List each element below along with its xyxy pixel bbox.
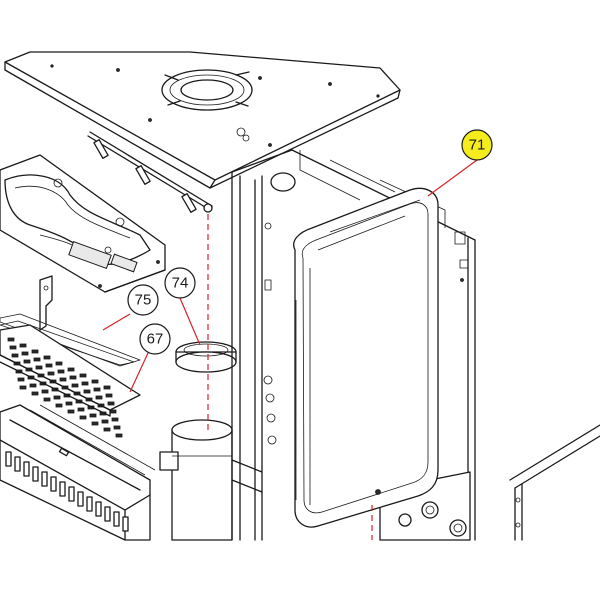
hood-bracket [39, 275, 53, 331]
flue-pipe [159, 419, 233, 541]
burner-bar [5, 451, 12, 467]
burner-bar [41, 471, 48, 487]
grid-slot [43, 355, 51, 360]
top-cover-plate [4, 51, 401, 189]
callout-75-label: 75 [135, 292, 152, 309]
burner-bar [32, 466, 39, 482]
grid-slot [69, 375, 77, 380]
callout-71-label: 71 [469, 137, 486, 154]
grid-slot [89, 413, 97, 418]
combustion-hood [0, 154, 166, 293]
callout-74-label: 74 [172, 275, 189, 292]
grid-slot [19, 343, 27, 348]
heat-exchanger-grid-67 [0, 324, 141, 438]
callout-67-label: 67 [147, 331, 164, 348]
grid-slot [55, 361, 63, 366]
expansion-vessel-71 [293, 187, 439, 528]
grid-slot [101, 419, 109, 424]
burner-bar [104, 506, 111, 522]
grid-slot [7, 337, 15, 342]
grid-slot [79, 415, 87, 420]
burner-base [0, 404, 151, 541]
callout-75[interactable]: 75 [102, 284, 159, 331]
grid-slot [91, 379, 99, 384]
o-ring-74 [175, 341, 237, 373]
grid-slot [41, 389, 49, 394]
grid-slot [65, 401, 73, 406]
grid-slot [107, 401, 115, 406]
burner-bar [50, 476, 57, 492]
grid-slot [29, 383, 37, 388]
grid-slot [11, 353, 19, 358]
grid-slot [105, 393, 113, 398]
grid-slot [33, 357, 41, 362]
callout-75-bubble [127, 284, 159, 316]
grid-slot [59, 377, 67, 382]
grid-slot [23, 359, 31, 364]
callout-74[interactable]: 74 [164, 267, 201, 346]
grid-slot [19, 385, 27, 390]
grid-slot [111, 417, 119, 422]
burner-bar [86, 496, 93, 512]
callout-71[interactable]: 71 [427, 129, 493, 197]
burner-bar [59, 481, 66, 497]
grid-slot [67, 367, 75, 372]
grid-slot [35, 365, 43, 370]
grid-slot [55, 403, 63, 408]
burner-bar [68, 486, 75, 502]
callout-67[interactable]: 67 [129, 323, 171, 393]
grid-slot [79, 373, 87, 378]
burner-bar [23, 461, 30, 477]
callout-74-bubble [164, 267, 196, 299]
side-panel-right [509, 424, 600, 541]
burner-bar [113, 511, 120, 527]
grid-slot [77, 407, 85, 412]
grid-slot [113, 425, 121, 430]
grid-slot [45, 363, 53, 368]
seal-gasket-75 [0, 313, 141, 367]
burner-bar [122, 516, 129, 532]
grid-slot [57, 369, 65, 374]
callout-71-bubble [461, 129, 493, 161]
grid-slot [43, 397, 51, 402]
grid-slot [17, 377, 25, 382]
grid-slot [31, 349, 39, 354]
burner-bar [95, 501, 102, 517]
boiler-chassis-frame [231, 149, 476, 541]
grid-slot [47, 371, 55, 376]
grid-slot [83, 389, 91, 394]
grid-slot [31, 391, 39, 396]
grid-slot [9, 345, 17, 350]
grid-slot [103, 427, 111, 432]
grid-slot [53, 395, 61, 400]
grid-slot [103, 385, 111, 390]
grid-slot [93, 387, 101, 392]
grid-slot [115, 433, 123, 438]
burner-bar [77, 491, 84, 507]
grid-slot [81, 381, 89, 386]
grid-slot [109, 409, 117, 414]
gas-manifold-rail [87, 131, 213, 213]
grid-slot [67, 409, 75, 414]
grid-slot [95, 395, 103, 400]
grid-slot [21, 351, 29, 356]
grid-slot [91, 421, 99, 426]
wire-seal [29, 404, 156, 476]
grid-slot [71, 383, 79, 388]
callout-67-bubble [139, 323, 171, 355]
burner-bar [14, 456, 21, 472]
